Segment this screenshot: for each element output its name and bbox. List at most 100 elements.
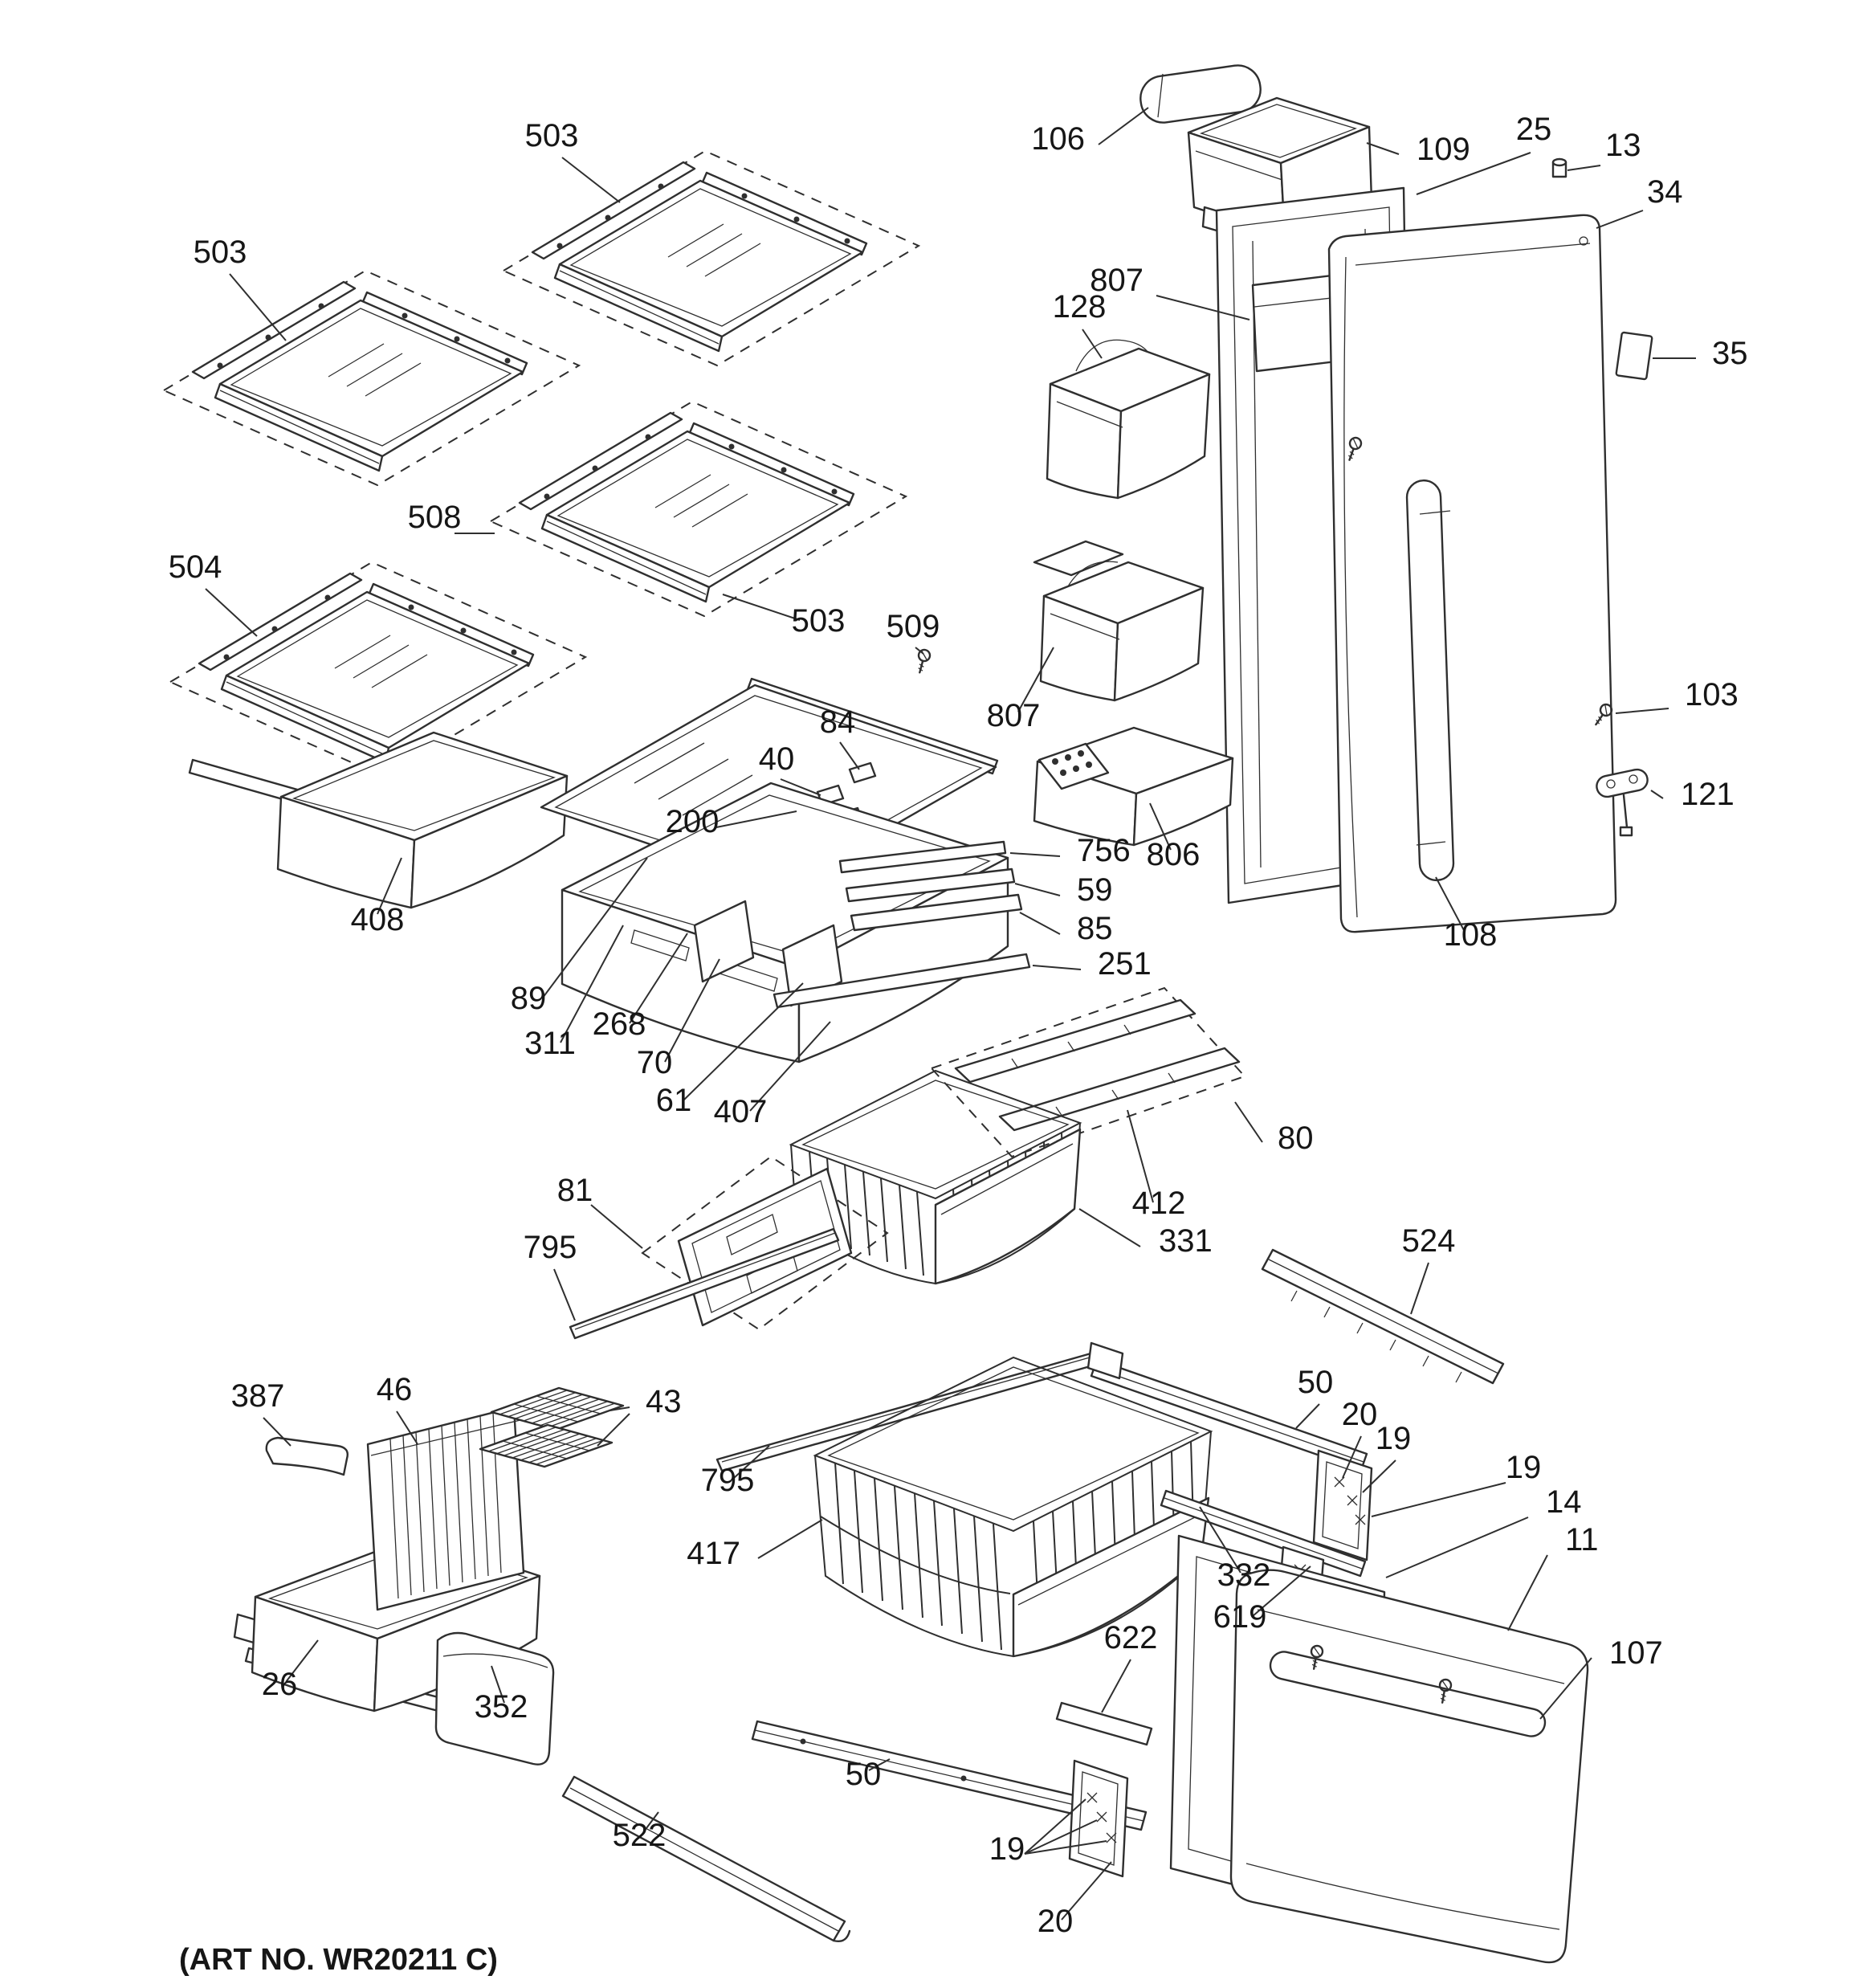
callout-label-89: 89 [511, 981, 547, 1016]
callout-label-25: 25 [1516, 112, 1552, 147]
callout-label-20-right: 20 [1342, 1397, 1378, 1432]
trim-rail-524 [1261, 1248, 1505, 1385]
callout-label-80: 80 [1278, 1121, 1314, 1156]
callout-795-lower: 795 [701, 1445, 770, 1498]
callout-19-right1: 19 [1362, 1421, 1411, 1493]
callout-label-85: 85 [1077, 911, 1113, 946]
callout-label-509: 509 [887, 609, 940, 644]
callout-label-50-right: 50 [1298, 1365, 1334, 1400]
callout-label-106: 106 [1031, 121, 1085, 157]
callout-89: 89 [511, 857, 648, 1016]
callout-label-40: 40 [759, 741, 795, 777]
callout-35: 35 [1653, 336, 1748, 371]
callout-label-622: 622 [1104, 1620, 1158, 1655]
callout-label-412: 412 [1132, 1186, 1186, 1221]
callout-label-503-mid: 503 [792, 603, 846, 639]
callout-label-14: 14 [1546, 1484, 1582, 1520]
callout-label-108: 108 [1444, 917, 1498, 953]
snack-pan-408 [188, 731, 569, 909]
callout-408: 408 [351, 857, 405, 937]
callout-503-top: 503 [525, 118, 621, 203]
callout-label-522: 522 [613, 1818, 667, 1853]
callout-label-311: 311 [524, 1026, 576, 1061]
callout-label-61: 61 [656, 1083, 692, 1118]
callout-label-408: 408 [351, 902, 405, 937]
rail-kit-80 [930, 986, 1246, 1158]
ice-maker-motor-106 [1139, 64, 1262, 124]
callout-103: 103 [1615, 677, 1739, 714]
callout-label-503-top: 503 [525, 118, 579, 153]
slide-bracket-81 [641, 1155, 889, 1331]
callout-label-43: 43 [646, 1384, 682, 1419]
door-bin-128 [1046, 339, 1211, 500]
callout-label-59: 59 [1077, 872, 1113, 908]
bottom-trim-522 [561, 1775, 851, 1942]
callout-label-84: 84 [820, 704, 856, 740]
nameplate-35 [1615, 331, 1653, 381]
callout-label-524: 524 [1402, 1223, 1456, 1259]
callout-label-795-lower: 795 [701, 1463, 755, 1498]
shelf-assembly-503-left [162, 269, 581, 487]
callout-label-128: 128 [1053, 289, 1107, 325]
callout-label-107: 107 [1609, 1635, 1663, 1671]
callout-619: 619 [1213, 1565, 1311, 1635]
callout-85: 85 [1019, 911, 1113, 946]
callout-107: 107 [1539, 1635, 1663, 1720]
callout-label-19-bottom: 19 [989, 1831, 1025, 1867]
callout-label-11: 11 [1565, 1522, 1599, 1557]
hinge-bearing-121 [1596, 768, 1649, 837]
door-panel-34 [1327, 214, 1617, 933]
freezer-drawer-front-11 [1229, 1569, 1589, 1964]
slide-rail-50-right [1086, 1341, 1368, 1472]
pan-front-352 [434, 1631, 555, 1766]
bracket-plate-right [1312, 1449, 1373, 1561]
door-bin-807 [1033, 540, 1205, 702]
callout-label-795-upper: 795 [524, 1230, 577, 1265]
callout-503-mid: 503 [722, 594, 846, 639]
callout-19-right2: 19 [1371, 1450, 1542, 1517]
callout-508: 508 [408, 500, 495, 535]
rail-622 [1055, 1701, 1153, 1746]
callout-label-807-top: 807 [1090, 263, 1143, 298]
callout-label-20-bottom: 20 [1037, 1904, 1074, 1939]
callout-40: 40 [759, 741, 821, 796]
callout-331: 331 [1078, 1208, 1213, 1259]
callout-50-bottom: 50 [846, 1757, 891, 1792]
callout-34: 34 [1596, 174, 1683, 229]
callout-407: 407 [714, 1021, 831, 1129]
callout-503-left: 503 [194, 235, 287, 341]
callout-25: 25 [1416, 112, 1552, 195]
callout-807-mid: 807 [987, 647, 1054, 733]
callout-label-251: 251 [1098, 946, 1152, 982]
divider-rail-332 [1160, 1489, 1367, 1578]
hinge-cap-13 [1551, 157, 1567, 178]
art-number: (ART NO. WR20211 C) [179, 1943, 498, 1977]
callout-label-19-right2: 19 [1506, 1450, 1542, 1485]
callout-106: 106 [1031, 107, 1149, 157]
callout-622: 622 [1101, 1620, 1158, 1713]
callout-label-756: 756 [1077, 833, 1131, 868]
callout-332: 332 [1199, 1506, 1271, 1593]
callout-label-81: 81 [557, 1173, 593, 1208]
callout-108: 108 [1435, 876, 1498, 953]
callout-50-right: 50 [1295, 1365, 1334, 1429]
callout-20-right: 20 [1342, 1397, 1378, 1479]
callout-109: 109 [1366, 132, 1470, 167]
callout-128: 128 [1053, 289, 1107, 359]
callout-label-103: 103 [1685, 677, 1739, 712]
callout-311: 311 [524, 925, 624, 1061]
callout-504: 504 [169, 549, 258, 637]
callout-label-331: 331 [1159, 1223, 1213, 1259]
callout-label-332: 332 [1217, 1557, 1271, 1593]
callout-807-top: 807 [1090, 263, 1250, 320]
shelf-assembly-503-mid [489, 400, 907, 618]
callout-46: 46 [377, 1372, 418, 1445]
callout-label-26: 26 [262, 1667, 298, 1702]
callout-81: 81 [557, 1173, 643, 1249]
callout-795-upper: 795 [524, 1230, 577, 1321]
callout-13: 13 [1567, 128, 1641, 171]
freezer-basket-417 [813, 1356, 1213, 1658]
shelf-assembly-504 [169, 561, 587, 778]
